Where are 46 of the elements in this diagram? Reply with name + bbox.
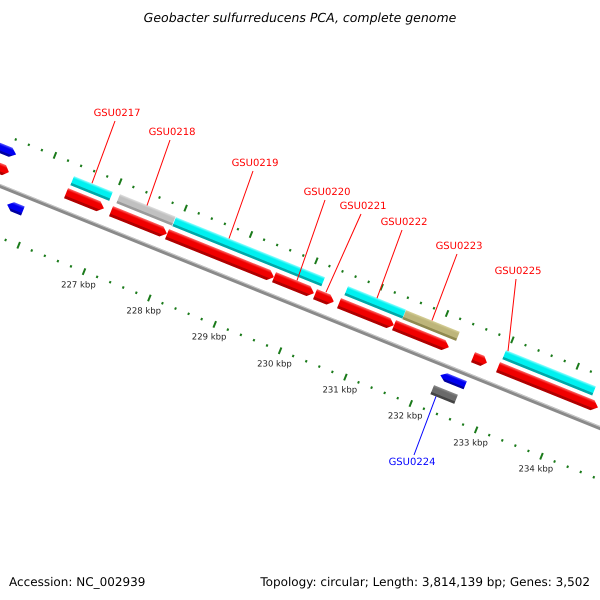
gene-label: GSU0219	[232, 157, 278, 170]
gene-label: GSU0225	[494, 265, 542, 278]
gene-feature	[272, 272, 316, 298]
gene-feature	[438, 371, 467, 390]
gene-label: GSU0222	[380, 216, 428, 229]
leader-line	[326, 214, 362, 293]
gene-bar	[430, 384, 458, 404]
genome-info-text: Topology: circular; Length: 3,814,139 bp; Genes: 3,502	[260, 575, 590, 589]
leader-line	[296, 200, 326, 281]
gene-feature	[392, 320, 452, 353]
scale-label: 234 kbp	[518, 464, 554, 476]
gene-feature	[164, 228, 276, 282]
scale-label: 232 kbp	[388, 412, 422, 423]
gene-label: GSU0218	[148, 126, 196, 139]
scale-label: 231 kbp	[322, 386, 358, 396]
leader-line	[414, 396, 436, 456]
gene-feature	[470, 352, 490, 368]
gene-label: GSU0217	[94, 107, 140, 120]
scale-label: 233 kbp	[453, 438, 488, 450]
scale-label: 230 kbp	[257, 359, 292, 370]
leader-line	[228, 170, 254, 239]
title: Geobacter sulfurreducens PCA, complete genome	[144, 10, 456, 25]
gene-bar	[502, 350, 596, 396]
gene-bar	[70, 176, 113, 201]
leader-line	[508, 278, 516, 352]
scale-label: 229 kbp	[192, 332, 226, 344]
gene-feature	[336, 298, 396, 331]
gene-bar	[116, 194, 176, 226]
leader-line	[376, 230, 402, 299]
gene-feature	[496, 362, 600, 413]
scale-label: 228 kbp	[126, 306, 162, 318]
scale-label: 227 kbp	[61, 280, 96, 292]
gene-label: GSU0221	[340, 200, 386, 213]
gene-feature	[64, 188, 106, 214]
leader-line	[92, 120, 116, 184]
gene-bar	[344, 286, 406, 320]
gene-feature	[312, 288, 336, 306]
gene-label: GSU0223	[436, 240, 482, 253]
gene-label: GSU0224	[388, 456, 436, 469]
gene-feature	[5, 200, 25, 216]
leader-line	[432, 254, 458, 321]
gene-label: GSU0220	[304, 186, 350, 199]
gene-feature	[108, 206, 170, 240]
accession-text: Accession: NC_002939	[9, 575, 146, 589]
leader-line	[146, 140, 170, 206]
gene-bar	[402, 310, 460, 341]
